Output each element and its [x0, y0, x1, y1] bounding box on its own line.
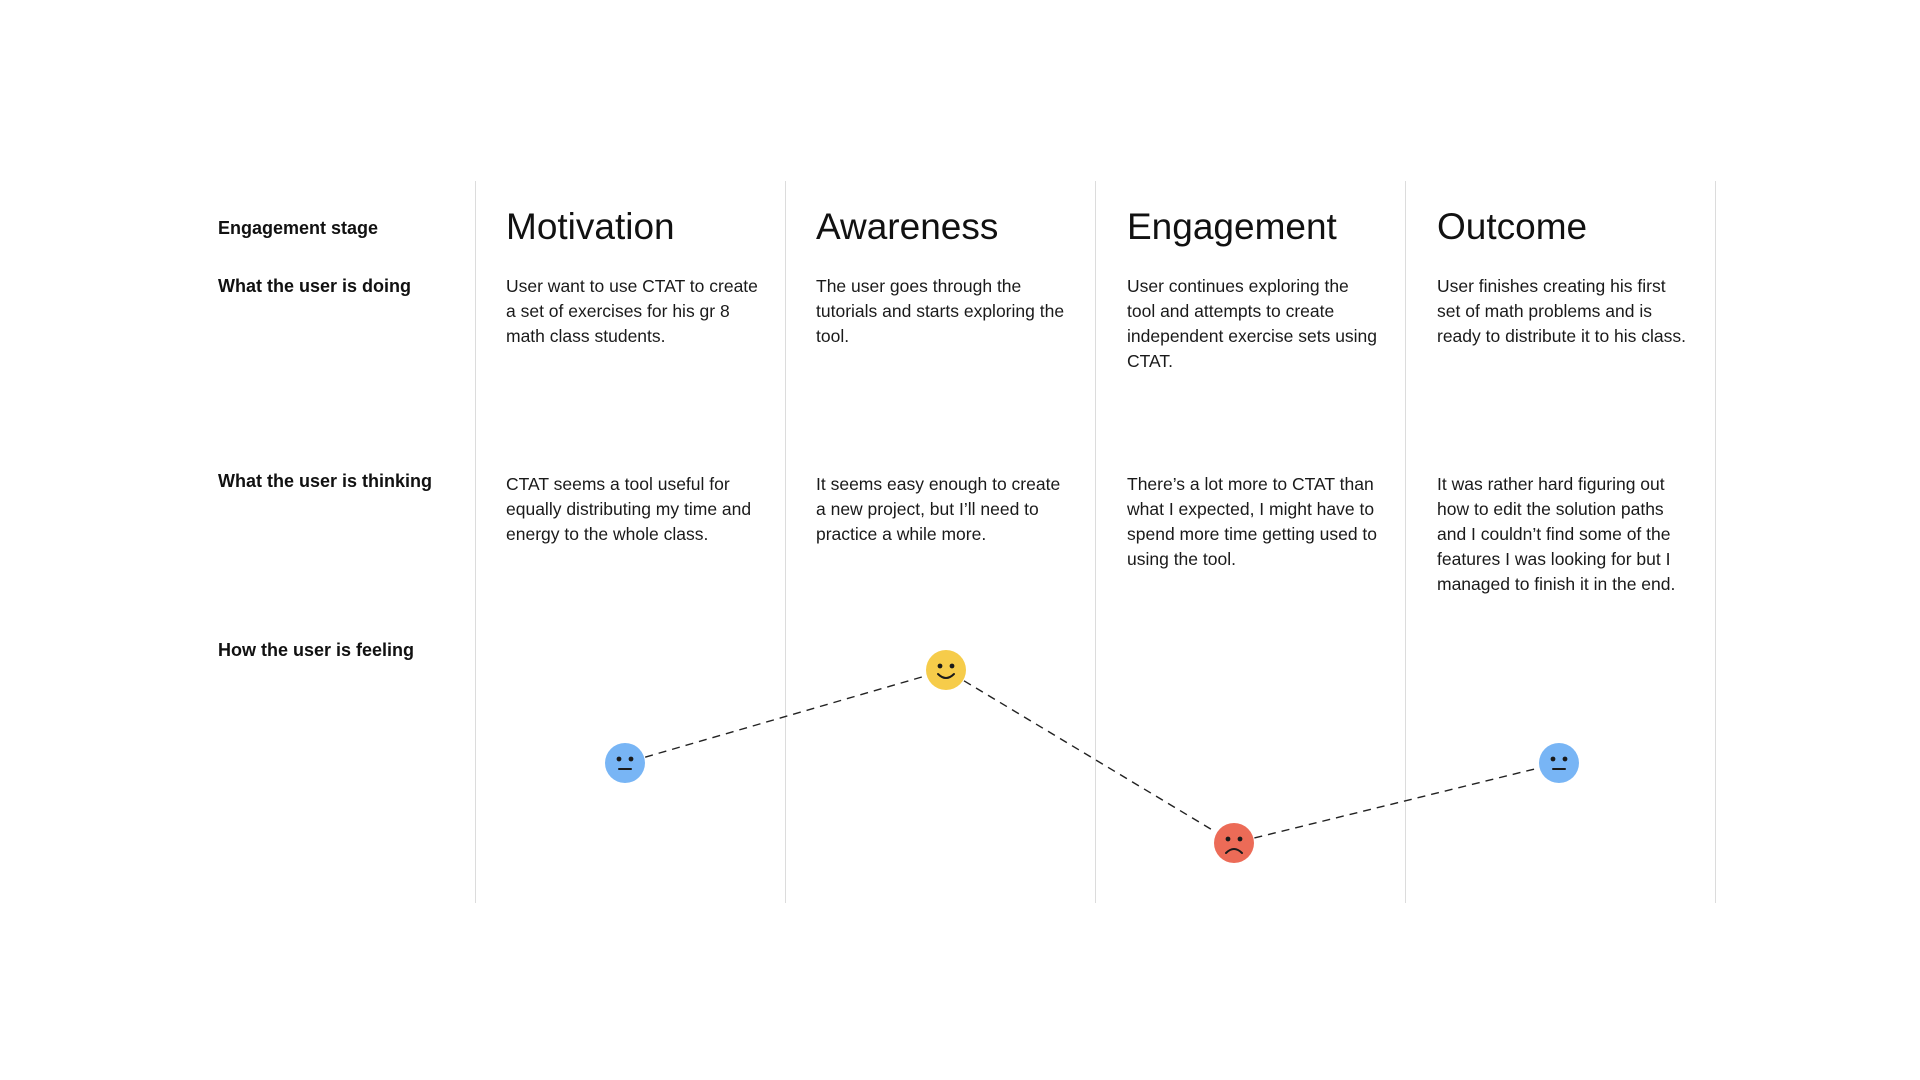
feeling-line-segment: [963, 680, 1217, 833]
row-label-engagement-stage: Engagement stage: [218, 218, 379, 238]
column-divider-2: [785, 181, 786, 903]
doing-text-outcome: User finishes creating his first set of …: [1437, 276, 1686, 346]
stage-title-engagement: Engagement: [1127, 206, 1337, 247]
column-divider-1: [475, 181, 476, 903]
feeling-line-segment: [1254, 767, 1539, 839]
stage-title-awareness: Awareness: [816, 206, 999, 247]
stage-title-outcome: Outcome: [1437, 206, 1588, 247]
doing-text-engagement: User continues exploring the tool and at…: [1127, 276, 1378, 371]
neutral-face-icon: [605, 743, 645, 783]
doing-text-motivation: User want to use CTAT to create a set of…: [506, 276, 758, 346]
thinking-text-outcome: It was rather hard figuring out how to e…: [1437, 474, 1676, 594]
thinking-text-engagement: There’s a lot more to CTAT than what I e…: [1127, 474, 1378, 569]
thinking-text-motivation: CTAT seems a tool useful for equally dis…: [506, 474, 752, 544]
row-label-doing: What the user is doing: [218, 276, 412, 296]
row-label-feeling: How the user is feeling: [218, 640, 415, 660]
happy-face-icon: [926, 650, 966, 690]
column-divider-3: [1095, 181, 1096, 903]
sad-face-icon: [1214, 823, 1254, 863]
neutral-face-icon: [1539, 743, 1579, 783]
column-divider-5: [1715, 181, 1716, 903]
stage-title-motivation: Motivation: [506, 206, 675, 247]
row-label-thinking: What the user is thinking: [218, 471, 433, 491]
thinking-text-awareness: It seems easy enough to create a new pro…: [816, 474, 1061, 544]
doing-text-awareness: The user goes through the tutorials and …: [816, 276, 1065, 346]
column-divider-4: [1405, 181, 1406, 903]
